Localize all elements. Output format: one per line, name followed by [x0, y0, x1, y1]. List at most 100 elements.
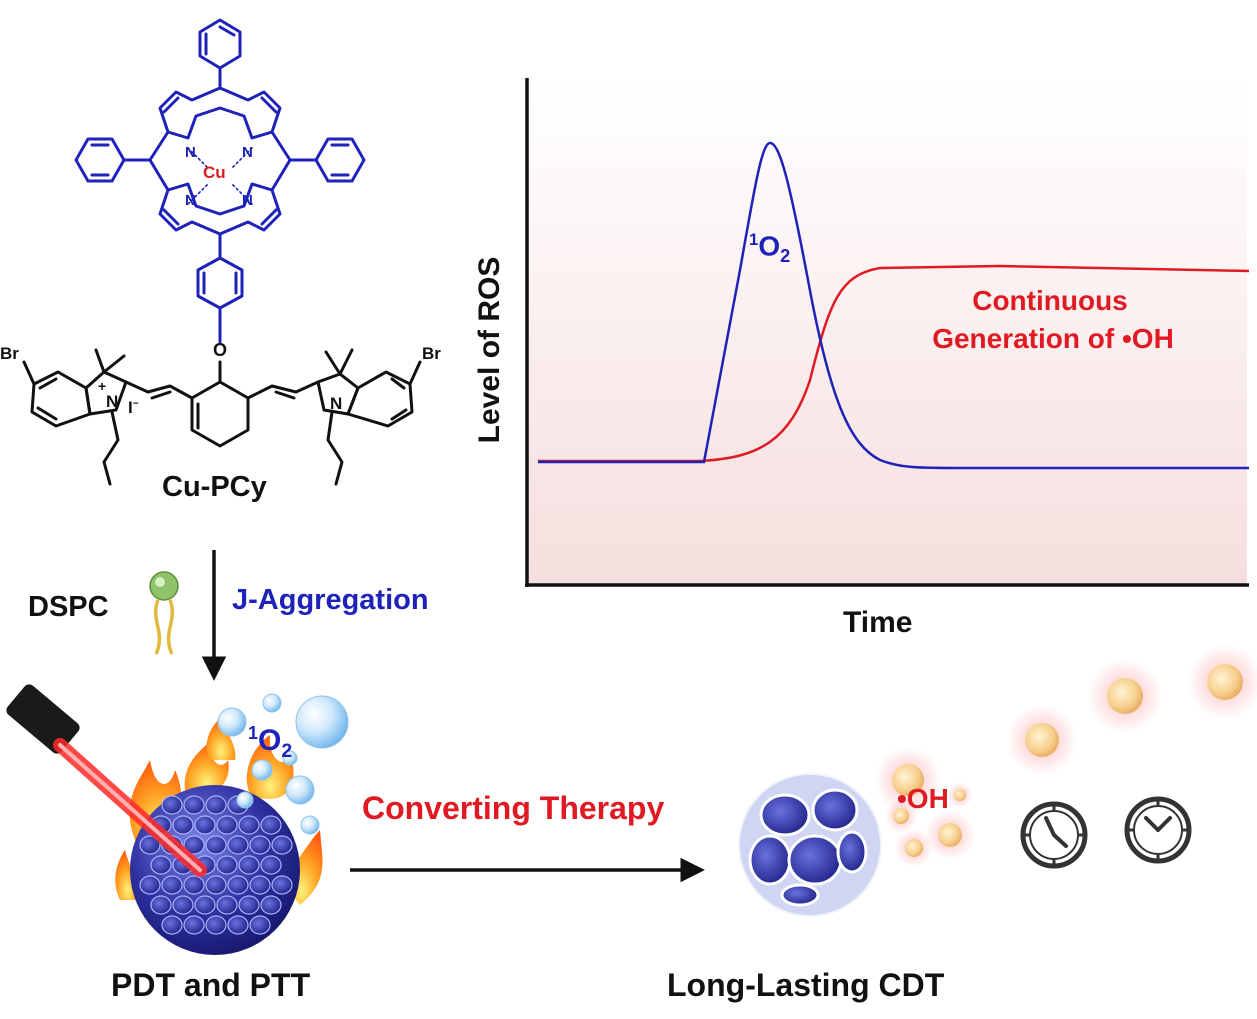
cdt-cell [811, 788, 859, 832]
cdt-caption: Long-Lasting CDT [667, 967, 945, 1003]
subscript-2-therapy: 2 [281, 740, 293, 762]
nanoparticle-cell [183, 795, 205, 815]
cdt-cell [787, 834, 843, 886]
oh-curve [538, 264, 1250, 463]
o-text: O [758, 230, 781, 262]
iodide-label: I− [128, 398, 139, 418]
cdt-cell [759, 793, 811, 837]
nanoparticle-cell [194, 895, 216, 915]
superscript-1-therapy: 1 [248, 723, 259, 743]
nanoparticle-cell [238, 815, 260, 835]
nanoparticle-cell [260, 815, 282, 835]
nanoparticle-cell [205, 835, 227, 855]
nanoparticle-cell [260, 855, 282, 875]
singlet-oxygen-bubbles [217, 693, 349, 835]
hydroxyl-bubble [905, 839, 923, 857]
hydroxyl-bubble [1107, 678, 1143, 714]
n-plus-text: N [106, 392, 119, 411]
aggregation-label: J-Aggregation [232, 584, 429, 616]
iodide-charge: − [132, 398, 139, 410]
hydroxyl-bubble [938, 823, 962, 847]
nanoparticle-cell [271, 835, 293, 855]
nanoparticle-cell [150, 895, 172, 915]
hydroxyl-bubble [1025, 723, 1059, 757]
cdt-cell [748, 834, 792, 886]
positive-charge: + [98, 378, 107, 394]
hydroxyl-bubble [954, 789, 966, 801]
iodide-text: I [128, 398, 133, 417]
nitrogen-label-2: N [242, 144, 253, 161]
nanoparticle-cell [260, 895, 282, 915]
y-axis-label: Level of ROS [473, 256, 506, 444]
dspc-lipid-icon [149, 571, 179, 655]
pdt-ptt-caption: PDT and PTT [111, 967, 311, 1003]
superscript-1: 1 [749, 230, 759, 249]
nanoparticle-cell [172, 815, 194, 835]
nanoparticle-cell [216, 895, 238, 915]
bromine-label-left: Br [0, 344, 19, 363]
o-text-therapy: O [258, 724, 282, 757]
nanoparticle-cell [205, 875, 227, 895]
nanoparticle-cell [227, 835, 249, 855]
nanoparticle-cell [227, 875, 249, 895]
cdt-cell [780, 883, 820, 907]
nanoparticle-cell [194, 815, 216, 835]
hydroxyl-label: •OH [897, 783, 949, 814]
nanoparticle-cell [249, 875, 271, 895]
cdt-cell [836, 830, 868, 874]
nitrogen-label: N [185, 144, 196, 161]
molecule-name: Cu-PCy [162, 471, 267, 503]
nanoparticle-cell [238, 855, 260, 875]
singlet-oxygen-label: 1O2 [248, 723, 292, 763]
singlet-oxygen-curve [538, 141, 1249, 470]
oxygen-label: O [213, 340, 228, 360]
hydroxyl-radical-bubbles [874, 644, 1257, 867]
bromine-label-right: Br [422, 344, 441, 363]
nanoparticle-cell [139, 875, 161, 895]
cyanine-backbone [22, 348, 422, 486]
oh-curve-label-line2: Generation of •OH [932, 323, 1174, 354]
nanoparticle-cell [161, 795, 183, 815]
nanoparticle-cell [183, 915, 205, 935]
cdt-nanoparticle [736, 771, 884, 919]
hydroxyl-bubble [892, 764, 924, 796]
nitrogen-label-3: N [185, 192, 196, 209]
nanoparticle-cell [161, 915, 183, 935]
copper-label: Cu [203, 163, 226, 182]
nanoparticle-cell [205, 795, 227, 815]
cdt-sphere-cells [748, 788, 868, 907]
cu-pcy-structure [22, 18, 422, 486]
nanoparticle-cell [216, 855, 238, 875]
pdt-ptt-nanoparticle [6, 684, 349, 955]
nanoparticle-cell [161, 875, 183, 895]
oh-curve-label-line1: Continuous [972, 285, 1128, 316]
nanoparticle-cell [271, 875, 293, 895]
nanoparticle-cell [216, 815, 238, 835]
nanoparticle-cell [249, 915, 271, 935]
subscript-2: 2 [780, 245, 791, 266]
singlet-oxygen-curve-label: 1O2 [749, 230, 790, 267]
x-axis-label: Time [843, 606, 913, 639]
plot-area [527, 80, 1247, 585]
nanoparticle-cell [172, 895, 194, 915]
nitrogen-label-right: N [330, 394, 343, 413]
nanoparticle-cell [249, 835, 271, 855]
hydroxyl-bubble [1207, 664, 1243, 700]
clock-icon-2 [1124, 796, 1192, 864]
nanoparticle-cell [183, 875, 205, 895]
nitrogen-label-4: N [242, 192, 253, 209]
nanoparticle-cell [205, 915, 227, 935]
nitrogen-cation-label: N [106, 392, 118, 412]
lipid-label: DSPC [28, 591, 109, 623]
laser-icon [6, 684, 207, 877]
coordination-bonds [187, 147, 253, 205]
nanoparticle-cell [227, 915, 249, 935]
nanoparticle-cell [238, 895, 260, 915]
ros-graph [525, 78, 1250, 587]
conversion-label: Converting Therapy [362, 790, 665, 826]
nanoparticle-cell [139, 835, 161, 855]
hydroxyl-bubble [893, 808, 909, 824]
porphyrin-core [74, 18, 366, 344]
nanoparticle-cell [150, 855, 172, 875]
